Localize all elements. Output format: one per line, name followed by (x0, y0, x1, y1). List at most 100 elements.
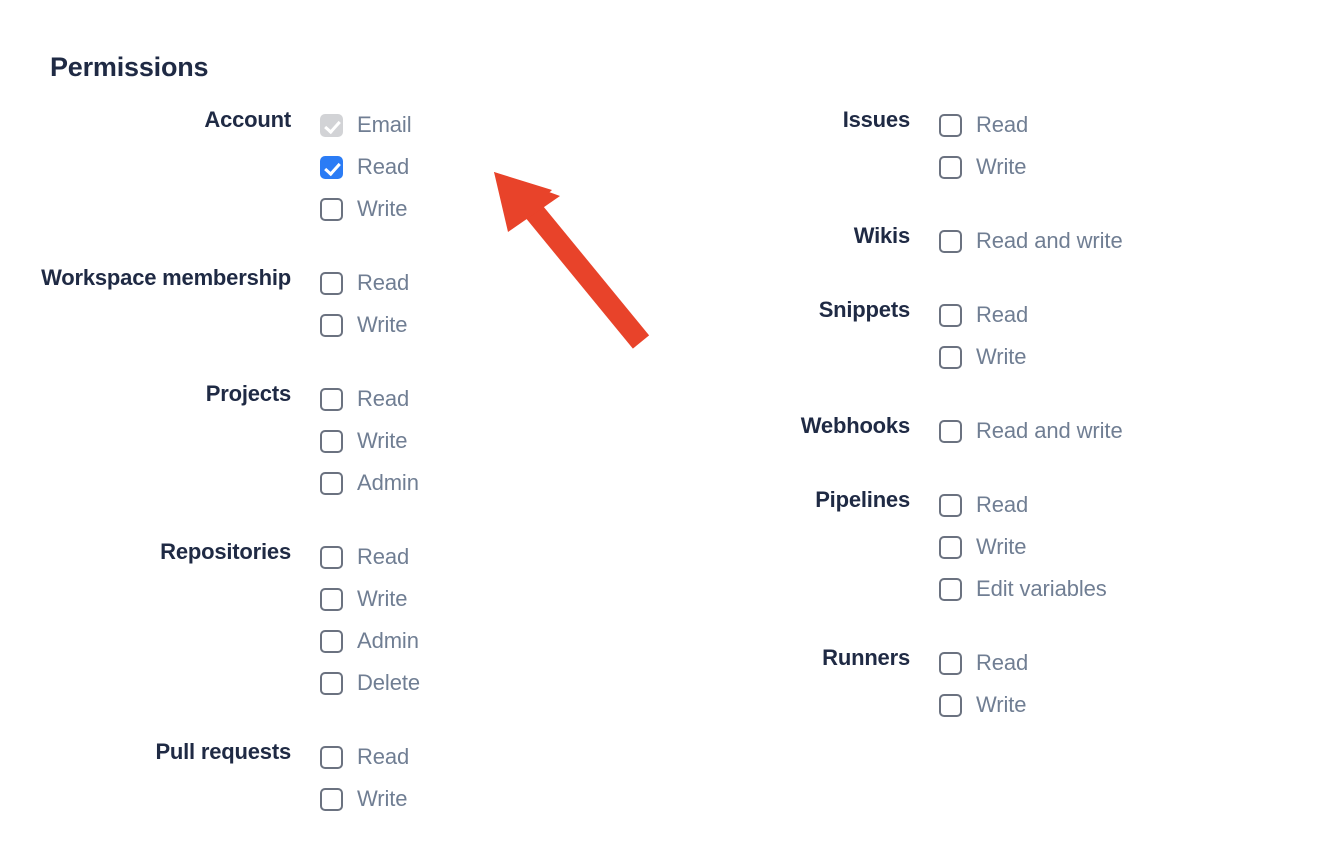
permission-option-row[interactable]: Delete (320, 662, 660, 704)
permission-group-label: Issues (842, 107, 910, 132)
checkbox-write-icon[interactable] (320, 313, 343, 337)
permission-option-row[interactable]: Admin (320, 462, 660, 504)
permission-option-row[interactable]: Write (320, 578, 660, 620)
checkbox-write-icon[interactable] (939, 535, 962, 559)
permission-option-list: Read and write (910, 220, 1322, 262)
checkbox-email-icon (320, 113, 343, 137)
checkbox-read-icon[interactable] (939, 303, 962, 327)
permission-option-label: Admin (357, 470, 419, 495)
permission-option-row[interactable]: Admin (320, 620, 660, 662)
checkbox-admin-icon[interactable] (320, 629, 343, 653)
checkbox-write-icon[interactable] (939, 693, 962, 717)
checkbox-read-icon[interactable] (320, 545, 343, 569)
permission-option-row[interactable]: Write (320, 188, 660, 230)
permission-option-row[interactable]: Edit variables (939, 568, 1322, 610)
permission-option-label: Write (976, 692, 1027, 717)
checkbox-read-icon[interactable] (939, 493, 962, 517)
checkbox-read-and-write-icon[interactable] (939, 419, 962, 443)
checkbox-read-icon[interactable] (939, 113, 962, 137)
checkbox-read-icon[interactable] (320, 155, 343, 179)
permission-group-label: Webhooks (800, 413, 910, 438)
permission-group-label: Runners (822, 645, 910, 670)
permission-option-label: Read (357, 154, 410, 179)
permission-option-label: Email (357, 112, 412, 137)
permission-option-row[interactable]: Read (320, 536, 660, 578)
checkbox-read-icon[interactable] (320, 745, 343, 769)
permission-option-row[interactable]: Read (939, 642, 1322, 684)
checkbox-read-icon[interactable] (320, 387, 343, 411)
permission-option-label: Read (357, 744, 410, 769)
permission-option-row[interactable]: Write (939, 336, 1322, 378)
checkbox-delete-icon[interactable] (320, 671, 343, 695)
permission-option-row[interactable]: Read (320, 146, 660, 188)
permission-option-label: Write (357, 586, 408, 611)
permission-option-label: Write (976, 534, 1027, 559)
permission-option-label: Admin (357, 628, 419, 653)
permission-option-row[interactable]: Write (320, 420, 660, 462)
permission-group-label: Projects (205, 381, 291, 406)
permission-option-label: Read (976, 112, 1029, 137)
permission-option-label: Read (976, 650, 1029, 675)
checkbox-read-icon[interactable] (939, 651, 962, 675)
permission-option-row[interactable]: Read (320, 736, 660, 778)
checkbox-read-icon[interactable] (320, 271, 343, 295)
permission-group-label: Wikis (853, 223, 910, 248)
permission-option-label: Write (357, 786, 408, 811)
permission-option-row[interactable]: Read and write (939, 220, 1322, 262)
checkbox-read-and-write-icon[interactable] (939, 229, 962, 253)
permission-option-row[interactable]: Write (939, 146, 1322, 188)
permission-option-row[interactable]: Read and write (939, 410, 1322, 452)
permission-option-row[interactable]: Read (320, 262, 660, 304)
checkbox-write-icon[interactable] (320, 197, 343, 221)
permission-option-label: Edit variables (976, 576, 1107, 601)
permission-option-label: Write (357, 196, 408, 221)
permission-option-row[interactable]: Write (939, 526, 1322, 568)
permission-option-row[interactable]: Email (320, 104, 660, 146)
permission-option-row[interactable]: Read (320, 378, 660, 420)
permission-option-row[interactable]: Read (939, 294, 1322, 336)
checkbox-write-icon[interactable] (939, 155, 962, 179)
permission-group-label: Snippets (818, 297, 911, 322)
permission-group: Wikis Read and write (660, 220, 1322, 262)
permission-option-row[interactable]: Write (320, 778, 660, 820)
permission-option-row[interactable]: Read (939, 484, 1322, 526)
permission-option-label: Read (976, 492, 1029, 517)
checkbox-write-icon[interactable] (320, 429, 343, 453)
permission-option-row[interactable]: Write (320, 304, 660, 346)
permission-option-label: Read and write (976, 418, 1123, 443)
permission-option-label: Write (357, 428, 408, 453)
permission-group-label: Pipelines (815, 487, 910, 512)
permission-group-label: Account (204, 107, 291, 132)
permission-option-list: Read and write (910, 410, 1322, 452)
checkbox-write-icon[interactable] (320, 587, 343, 611)
checkbox-write-icon[interactable] (320, 787, 343, 811)
permission-option-label: Read (357, 270, 410, 295)
permission-option-label: Read and write (976, 228, 1123, 253)
permission-option-row[interactable]: Write (939, 684, 1322, 726)
checkbox-write-icon[interactable] (939, 345, 962, 369)
permission-option-row[interactable]: Read (939, 104, 1322, 146)
checkbox-edit-variables-icon[interactable] (939, 577, 962, 601)
checkbox-admin-icon[interactable] (320, 471, 343, 495)
permission-option-label: Read (357, 386, 410, 411)
